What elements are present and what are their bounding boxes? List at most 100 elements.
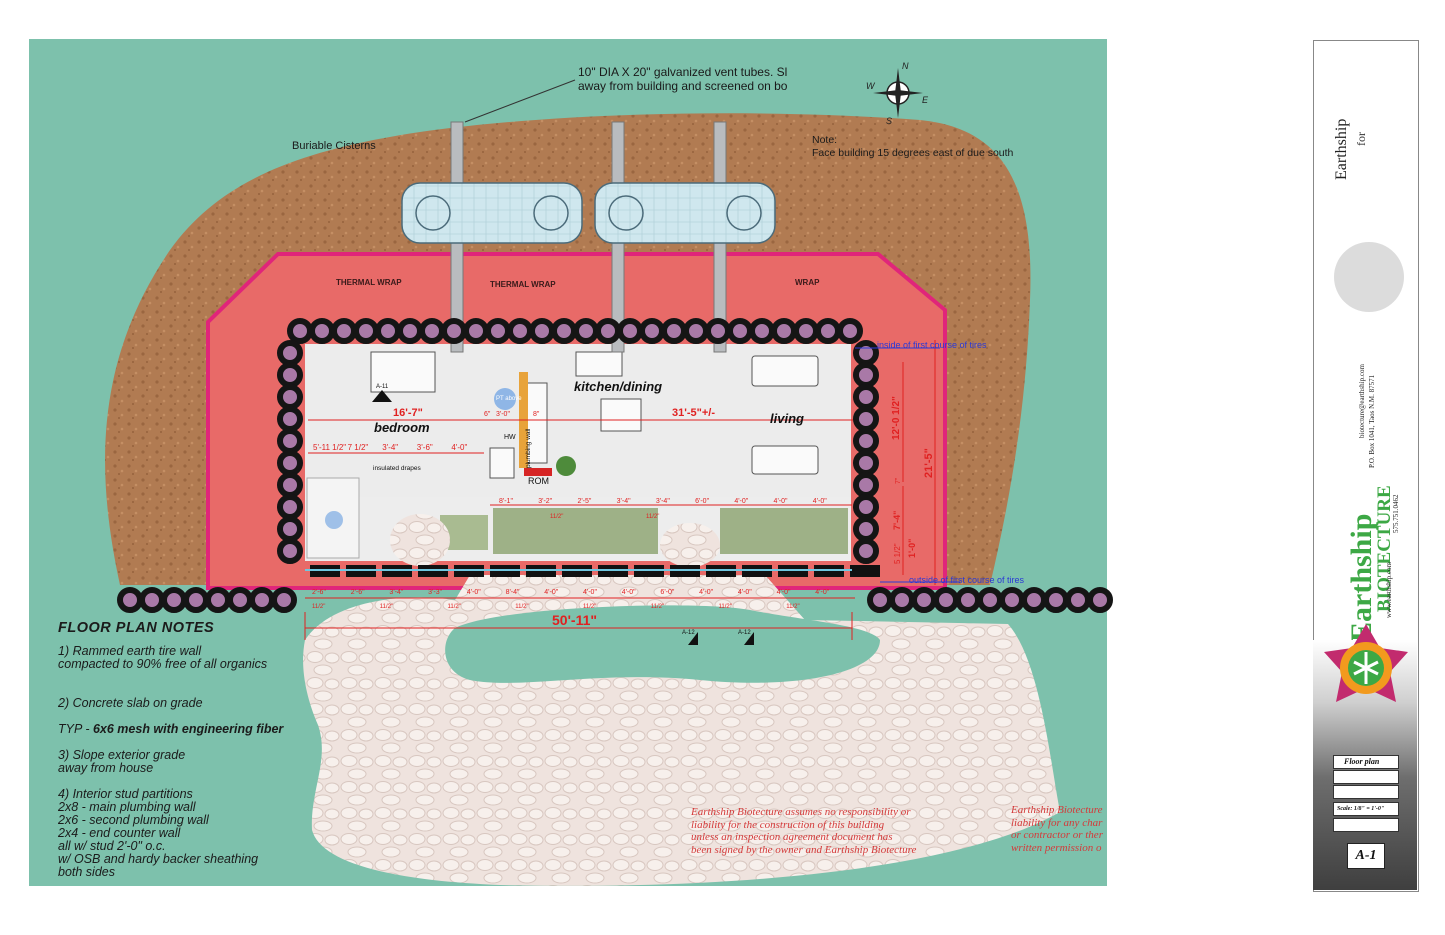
tire (277, 494, 303, 520)
dim-bottom-row: 2'-6" (351, 589, 365, 596)
tb-sheet-number: A-1 (1347, 843, 1385, 869)
tire (1043, 587, 1069, 613)
tire (853, 472, 879, 498)
cisterns-label: Buriable Cisterns (292, 140, 376, 152)
interior-fixtures (370, 351, 819, 479)
tire (463, 318, 489, 344)
tire (277, 406, 303, 432)
dim-mid-row: 8'-1" (499, 498, 513, 505)
tire (955, 587, 981, 613)
tb-blank-1 (1333, 770, 1399, 784)
dim-bottom-row: 4'-0" (622, 589, 636, 596)
tire (889, 587, 915, 613)
rom-unit (524, 468, 552, 476)
dim-depth-1: 12'-0 1/2" (891, 396, 902, 440)
tire (551, 318, 577, 344)
tire (705, 318, 731, 344)
tire (727, 318, 753, 344)
compass-s: S (886, 116, 892, 126)
dim-depth-5: 5 1/2" (893, 543, 902, 564)
label-hw: HW (504, 434, 516, 441)
pt-above-marker (494, 388, 516, 410)
tire (249, 587, 275, 613)
tire (309, 318, 335, 344)
dim-depth-6: 7" (895, 477, 902, 484)
tire (573, 318, 599, 344)
dim-bottom-sub: 11/2" (312, 604, 325, 610)
tire (375, 318, 401, 344)
dim-bedroom-width: 16'-7" (393, 407, 423, 419)
tire (853, 494, 879, 520)
outside-tires-label: outside of first course of tires (909, 575, 1025, 585)
label-plumbing-wall: plumbing wall (525, 428, 532, 468)
tb-company-phone: 575.751.0462 (1392, 494, 1400, 534)
tb-company-web: www.earthship.com (1385, 562, 1393, 618)
tire (277, 450, 303, 476)
tire (911, 587, 937, 613)
tire (933, 587, 959, 613)
dim-bottom-row: 3'-3" (428, 589, 442, 596)
dim-mid-row: 6'-0" (695, 498, 709, 505)
note-2-mesh: 6x6 mesh with engineering fiber (92, 722, 284, 736)
dim-bed-row: 5'-11 1/2" (313, 443, 346, 452)
floor-plan-notes: FLOOR PLAN NOTES 1) Rammed earth tire wa… (58, 620, 308, 892)
dimension-rows: 5'-11 1/2"7 1/2"3'-4"3'-6"4'-0"8'-1"3'-2… (312, 443, 830, 610)
dim-mid-row: 4'-0" (734, 498, 748, 505)
section-marker-b (744, 632, 754, 645)
dim-mid-row-sub: 11/2" (646, 514, 659, 520)
disclaimer-clipped: Earthship Biotecture liability for any c… (1011, 804, 1103, 854)
planter-right (720, 508, 848, 554)
dim-bottom-sub: 11/2" (448, 604, 461, 610)
label-rom: ROM (528, 476, 549, 486)
tire (287, 318, 313, 344)
dim-bed-row: 3'-6" (417, 443, 433, 452)
dim-bottom-row: 4'-0" (544, 589, 558, 596)
planter-left (493, 508, 658, 554)
dim-bottom-row: 8'-4" (506, 589, 520, 596)
cisterns (401, 182, 776, 244)
tire (117, 587, 143, 613)
note-2-text: 2) Concrete slab on grade (58, 696, 203, 710)
tire (205, 587, 231, 613)
tire (749, 318, 775, 344)
tire (853, 384, 879, 410)
tire (277, 428, 303, 454)
shower-drain (325, 511, 343, 529)
tb-sheet-title: Floor plan (1333, 755, 1399, 769)
thermal-wrap-label-1: THERMAL WRAP (336, 278, 402, 287)
tire-wall (117, 318, 1113, 613)
tire (793, 318, 819, 344)
room-bedroom: bedroom (374, 420, 430, 435)
tire (331, 318, 357, 344)
disclaimer-main: Earthship Biotecture assumes no responsi… (691, 806, 917, 856)
room-living: living (770, 411, 804, 426)
tire (853, 428, 879, 454)
tb-circle (1334, 242, 1404, 312)
tire (277, 472, 303, 498)
tire (1065, 587, 1091, 613)
tire (683, 318, 709, 344)
tire (1087, 587, 1113, 613)
tire (595, 318, 621, 344)
tb-project-for: for (1354, 132, 1368, 146)
tire (353, 318, 379, 344)
note-1: 1) Rammed earth tire wall compacted to 9… (58, 644, 268, 671)
dimension-lines (304, 340, 936, 640)
label-a12a: A-12 (682, 630, 695, 636)
tire (507, 318, 533, 344)
dim-bottom-row: 4'-0" (583, 589, 597, 596)
thermal-wrap-label-2: THERMAL WRAP (490, 280, 556, 289)
dim-bottom-sub: 11/2" (583, 604, 596, 610)
tire (419, 318, 445, 344)
tire (853, 450, 879, 476)
tb-blank-2 (1333, 785, 1399, 799)
note-3: 3) Slope exterior grade away from house (58, 748, 186, 775)
note-2-typ: TYP - (58, 722, 93, 736)
dim-depth-4: 1'-0" (907, 539, 917, 558)
compass-icon (873, 68, 923, 118)
notes-title: FLOOR PLAN NOTES (58, 620, 215, 636)
dim-bottom-sub: 11/2" (651, 604, 664, 610)
vent-leader (464, 79, 576, 123)
dim-mid-row-sub: 11/2" (550, 514, 563, 520)
